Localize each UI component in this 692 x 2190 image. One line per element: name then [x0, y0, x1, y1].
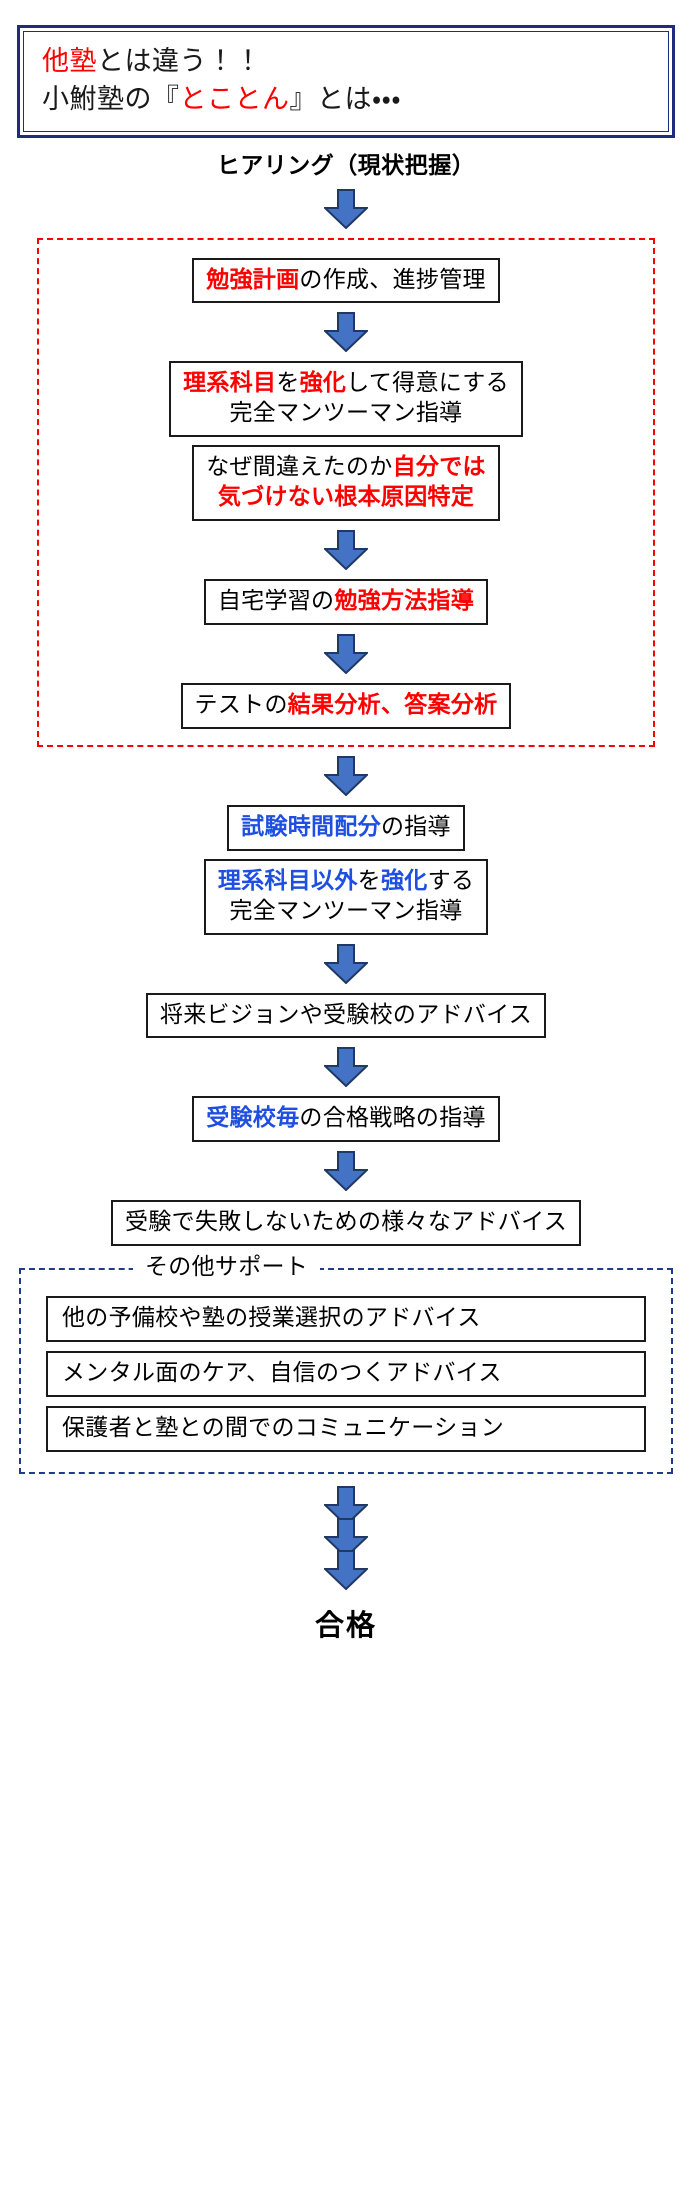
node-text-black: して得意にする — [346, 369, 509, 396]
down-arrow-icon — [324, 1047, 368, 1088]
flow-start-label: ヒアリング（現状把握） — [216, 152, 476, 178]
down-arrow-icon — [324, 943, 368, 984]
node-text-black: 自宅学習の — [217, 587, 335, 614]
red-dashed-group: 勉強計画の作成、進捗管理 理系科目を強化して得意にする 完全マンツーマン指導 な… — [37, 237, 655, 747]
node-exam-time-allocation: 試験時間配分の指導 — [227, 804, 465, 851]
down-arrow-icon — [324, 1517, 368, 1558]
node-text-black: の合格戦略の指導 — [299, 1104, 486, 1131]
header-line-2-post: 』とは・・・ — [289, 84, 402, 115]
node-text-blue: 強化 — [380, 866, 428, 893]
node-line: メンタル面のケア、自信のつくアドバイス — [62, 1358, 632, 1388]
flow-column: ヒアリング（現状把握） 勉強計画の作成、進捗管理 理系科目を強化して得意にする … — [0, 152, 692, 1644]
header-line-1: 他塾とは違う！！ — [42, 42, 650, 80]
node-text-red: 強化 — [299, 369, 347, 396]
node-other-school-class-advice: 他の予備校や塾の授業選択のアドバイス — [46, 1296, 646, 1343]
node-future-vision-advice: 将来ビジョンや受験校のアドバイス — [145, 992, 547, 1039]
node-line: 自宅学習の勉強方法指導 — [218, 586, 474, 616]
down-arrow-icon — [324, 633, 368, 674]
node-exam-failure-advice: 受験で失敗しないための様々なアドバイス — [110, 1200, 581, 1247]
node-text-black: 将来ビジョンや受験校のアドバイス — [159, 1000, 533, 1027]
node-text-black: 他の予備校や塾の授業選択のアドバイス — [62, 1304, 481, 1331]
node-text-black: 完全マンツーマン指導 — [229, 896, 463, 923]
node-line: 保護者と塾との間でのコミュニケーション — [62, 1413, 632, 1443]
node-line: 理系科目以外を強化する — [218, 866, 474, 896]
node-text-red: 結果分析、答案分析 — [287, 690, 498, 717]
header-line-2-red: とことん — [179, 84, 290, 115]
node-text-black: 受験で失敗しないための様々なアドバイス — [124, 1208, 567, 1235]
down-arrow-icon — [324, 1485, 368, 1526]
node-line: テストの結果分析、答案分析 — [195, 690, 498, 720]
node-line: 受験校毎の合格戦略の指導 — [206, 1103, 486, 1133]
other-support-group: その他サポート 他の予備校や塾の授業選択のアドバイス メンタル面のケア、自信のつ… — [19, 1253, 673, 1474]
node-science-subject-mantoman: 理系科目を強化して得意にする 完全マンツーマン指導 — [169, 361, 523, 438]
node-line: 受験で失敗しないための様々なアドバイス — [125, 1207, 567, 1237]
header-line-1-rest: とは違う！！ — [97, 46, 262, 76]
node-line: 試験時間配分の指導 — [241, 812, 451, 842]
node-text-black: する — [427, 866, 475, 893]
down-arrow-icon — [324, 530, 368, 571]
node-test-result-analysis: テストの結果分析、答案分析 — [180, 682, 512, 729]
node-line: なぜ間違えたのか自分では — [206, 452, 486, 482]
node-school-strategy: 受験校毎の合格戦略の指導 — [192, 1096, 500, 1143]
triple-arrow-stack — [324, 1485, 368, 1590]
node-text-black: 保護者と塾との間でのコミュニケーション — [62, 1413, 505, 1440]
node-text-red: 勉強計画 — [206, 265, 300, 292]
node-line: 他の予備校や塾の授業選択のアドバイス — [62, 1303, 632, 1333]
node-text-black: なぜ間違えたのか — [206, 453, 393, 480]
node-line: 将来ビジョンや受験校のアドバイス — [160, 1000, 532, 1030]
node-text-black: の作成、進捗管理 — [299, 265, 486, 292]
node-study-plan: 勉強計画の作成、進捗管理 — [192, 257, 500, 304]
node-text-blue: 受験校毎 — [206, 1104, 300, 1131]
node-text-blue: 試験時間配分 — [241, 812, 381, 839]
node-text-black: 完全マンツーマン指導 — [229, 399, 463, 426]
node-line: 完全マンツーマン指導 — [183, 398, 509, 428]
node-line: 完全マンツーマン指導 — [218, 896, 474, 926]
other-support-title: その他サポート — [133, 1253, 321, 1280]
node-text-black: を — [357, 866, 381, 893]
node-line: 気づけない根本原因特定 — [206, 482, 486, 512]
node-text-black: メンタル面のケア、自信のつくアドバイス — [62, 1359, 502, 1386]
header-banner-inner: 他塾とは違う！！ 小鮒塾の『とことん』とは・・・ — [23, 31, 669, 132]
node-text-red: 気づけない根本原因特定 — [217, 483, 475, 510]
node-mental-care-advice: メンタル面のケア、自信のつくアドバイス — [46, 1351, 646, 1397]
node-text-blue: 理系科目以外 — [217, 866, 358, 893]
node-text-black: テストの — [194, 690, 288, 717]
node-parent-communication: 保護者と塾との間でのコミュニケーション — [46, 1405, 646, 1452]
down-arrow-icon — [324, 312, 368, 353]
node-line: 勉強計画の作成、進捗管理 — [206, 265, 486, 295]
node-home-study-method: 自宅学習の勉強方法指導 — [203, 579, 489, 625]
final-goal-label: 合格 — [314, 1609, 377, 1642]
down-arrow-icon — [324, 1151, 368, 1192]
node-root-cause-analysis: なぜ間違えたのか自分では 気づけない根本原因特定 — [192, 445, 500, 522]
header-line-2-pre: 小鮒塾の『 — [42, 84, 180, 115]
node-text-black: の指導 — [380, 812, 451, 839]
node-text-red: 理系科目 — [183, 369, 277, 396]
node-non-science-mantoman: 理系科目以外を強化する 完全マンツーマン指導 — [203, 858, 489, 935]
node-text-red: 自分では — [392, 453, 486, 480]
node-text-red: 勉強方法指導 — [334, 587, 475, 614]
down-arrow-icon — [324, 1549, 368, 1590]
down-arrow-icon — [324, 188, 368, 229]
header-line-2: 小鮒塾の『とことん』とは・・・ — [42, 80, 650, 118]
node-line: 理系科目を強化して得意にする — [183, 368, 509, 398]
header-banner: 他塾とは違う！！ 小鮒塾の『とことん』とは・・・ — [17, 25, 675, 138]
header-line-1-red: 他塾 — [42, 46, 97, 76]
node-text-black: を — [276, 369, 300, 396]
down-arrow-icon — [324, 755, 368, 796]
